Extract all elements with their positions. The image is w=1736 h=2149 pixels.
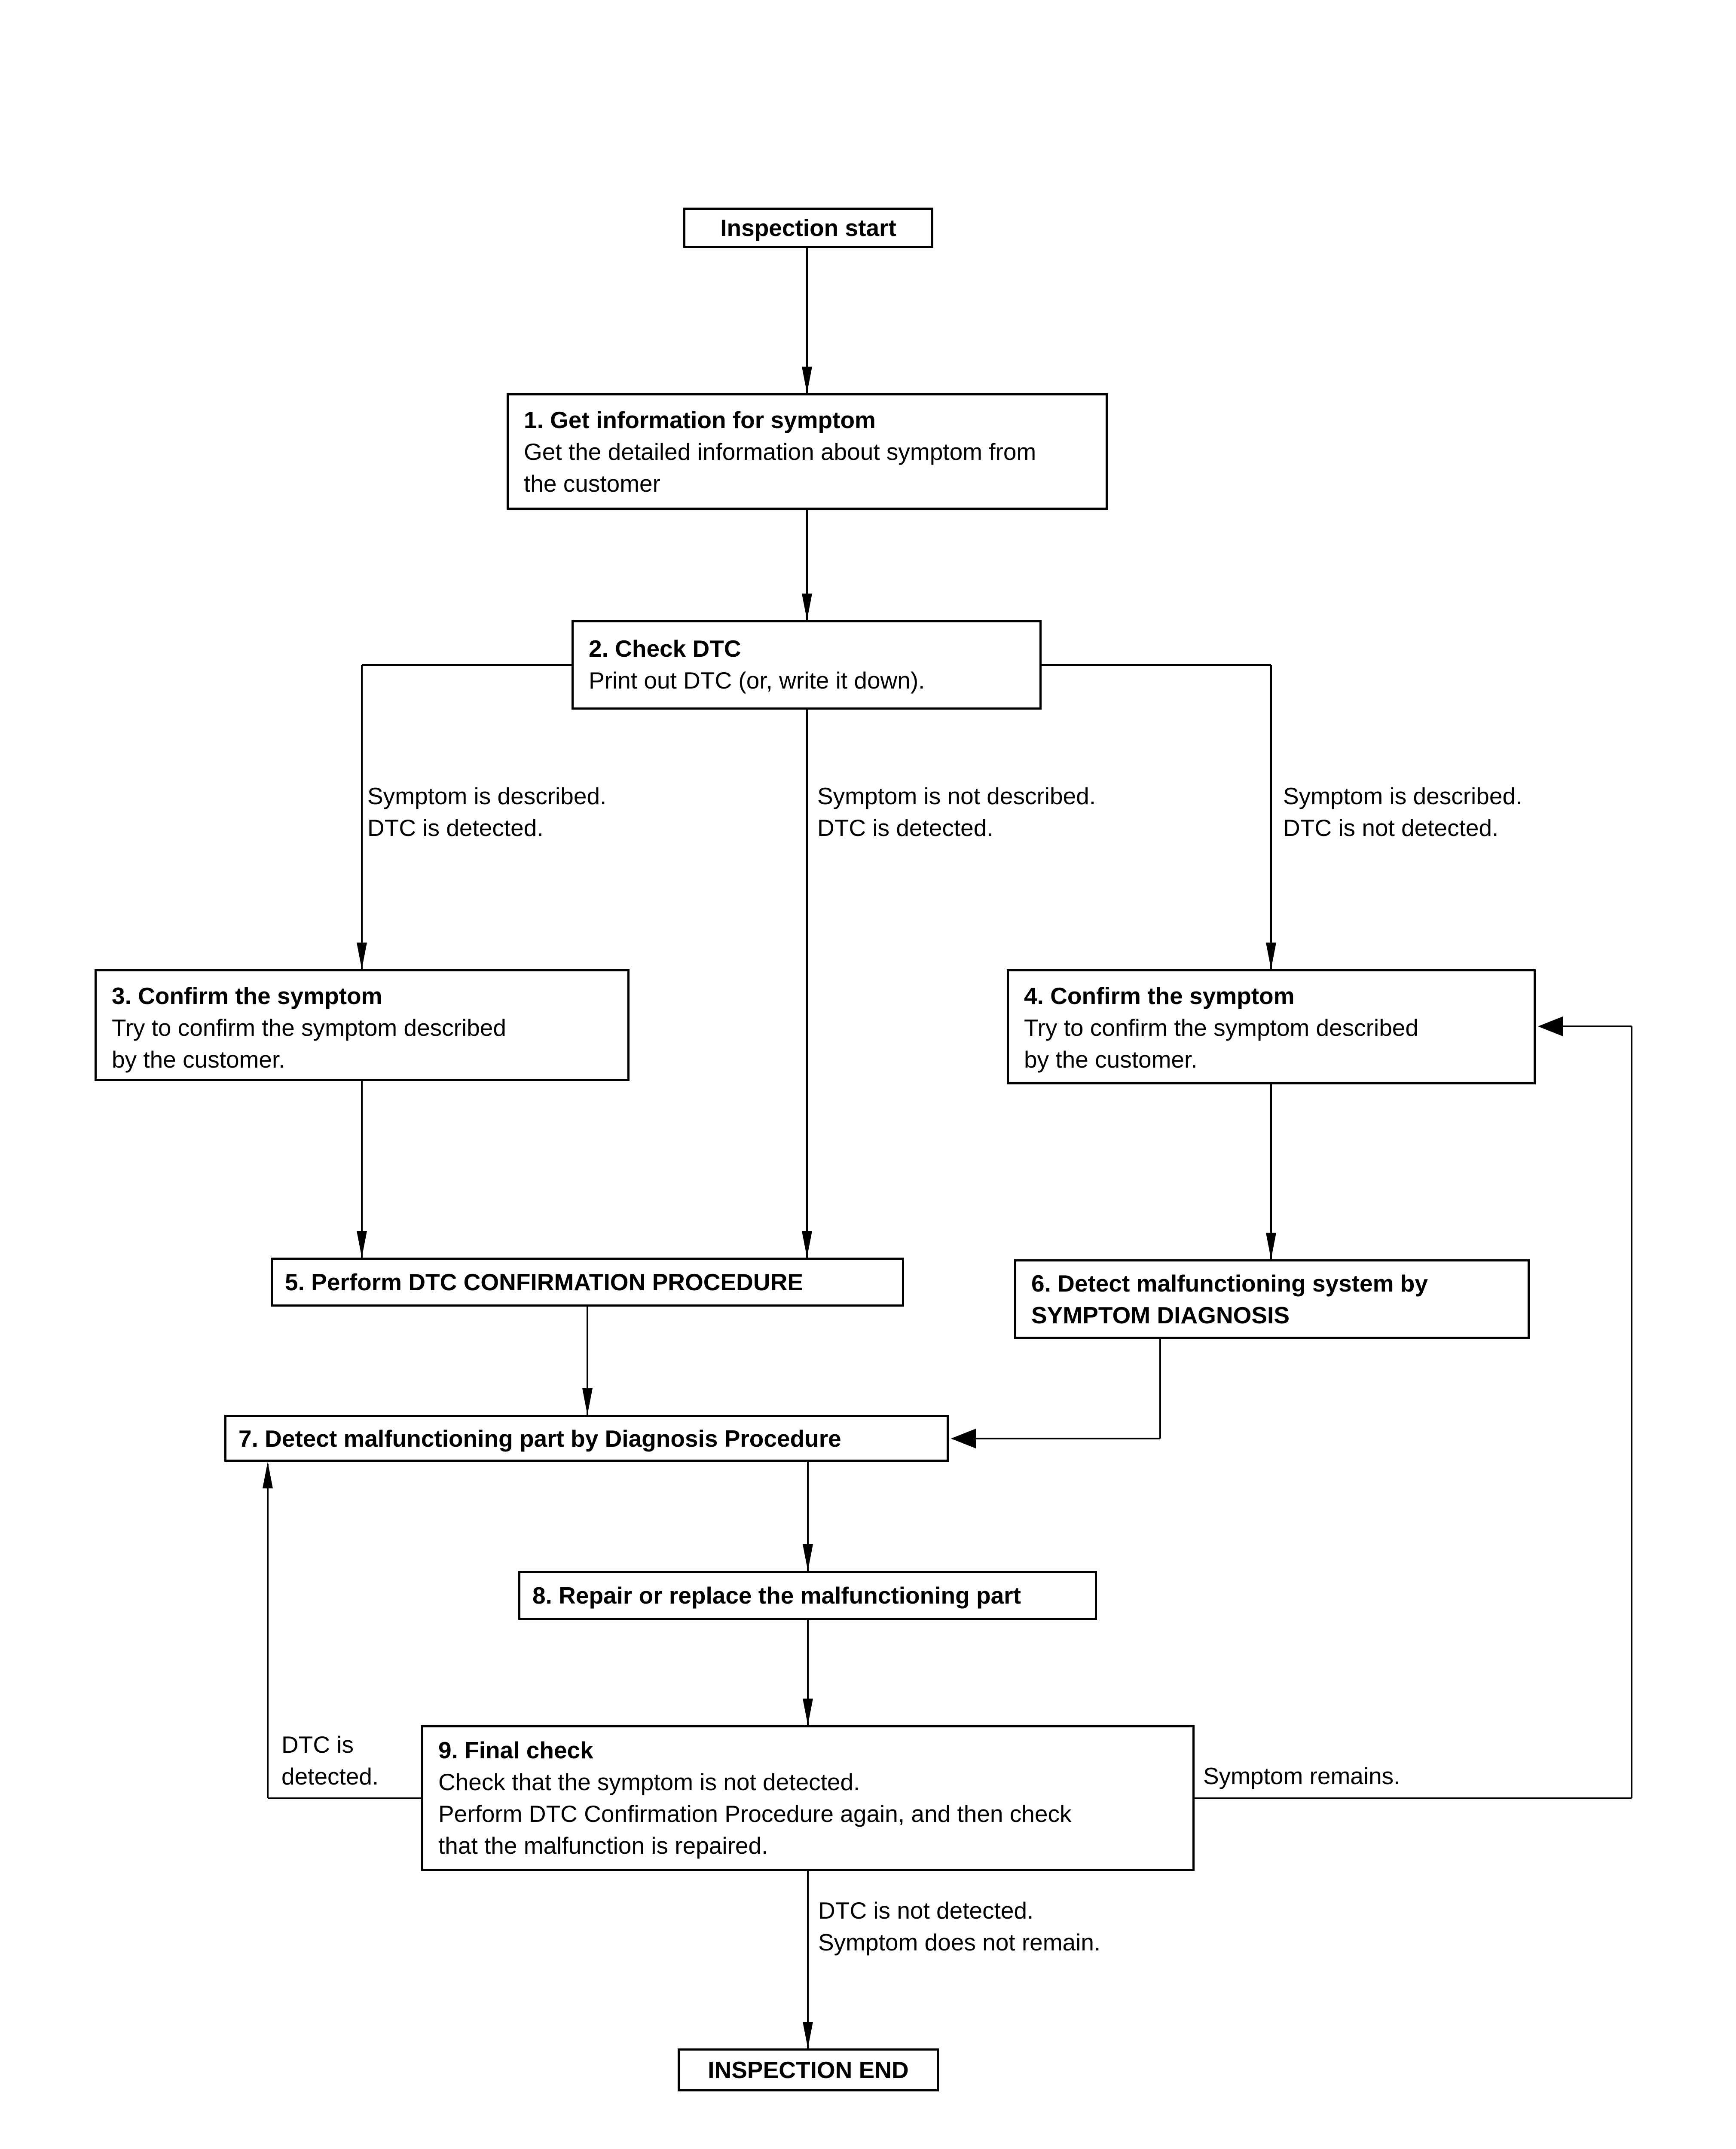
node-step-1-body: Get the detailed information about sympt… — [524, 438, 1036, 497]
node-inspection-end: INSPECTION END — [678, 2048, 939, 2091]
edge-2-to-3 — [357, 664, 572, 969]
node-inspection-end-label: INSPECTION END — [708, 2057, 909, 2083]
node-step-1-title: 1. Get information for symptom — [524, 407, 876, 433]
edge-3-to-5 — [357, 1081, 367, 1258]
node-step-2-check-dtc: 2. Check DTC Print out DTC (or, write it… — [572, 620, 1042, 710]
edge-4-to-6 — [1266, 1084, 1276, 1259]
edge-label-symptom-not-described-dtc-detected: Symptom is not described. DTC is detecte… — [817, 783, 1096, 841]
node-step-6-symptom-diagnosis: 6. Detect malfunctioning system by SYMPT… — [1014, 1259, 1530, 1339]
node-step-5-title: 5. Perform DTC CONFIRMATION PROCEDURE — [285, 1269, 803, 1295]
node-step-9-body: Check that the symptom is not detected. … — [438, 1769, 1072, 1859]
node-step-4-body: Try to confirm the symptom described by … — [1024, 1014, 1418, 1073]
node-step-5-dtc-confirmation: 5. Perform DTC CONFIRMATION PROCEDURE — [271, 1258, 904, 1307]
node-step-3-confirm-symptom: 3. Confirm the symptom Try to confirm th… — [95, 969, 630, 1081]
edge-label-symptom-described-dtc-not-detected: Symptom is described. DTC is not detecte… — [1283, 783, 1522, 841]
node-step-4-confirm-symptom: 4. Confirm the symptom Try to confirm th… — [1007, 969, 1536, 1084]
node-step-3-title: 3. Confirm the symptom — [112, 983, 382, 1009]
node-inspection-start: Inspection start — [683, 208, 933, 248]
node-step-8-repair-replace: 8. Repair or replace the malfunctioning … — [518, 1571, 1097, 1620]
node-step-7-diagnosis-procedure: 7. Detect malfunctioning part by Diagnos… — [224, 1415, 949, 1462]
node-step-3-body: Try to confirm the symptom described by … — [112, 1014, 506, 1073]
edge-8-to-9 — [803, 1620, 813, 1725]
node-step-8-title: 8. Repair or replace the malfunctioning … — [532, 1582, 1021, 1609]
node-step-2-body: Print out DTC (or, write it down). — [589, 667, 925, 694]
node-step-9-final-check: 9. Final check Check that the symptom is… — [421, 1725, 1195, 1871]
edge-2-to-5 — [802, 710, 812, 1258]
edge-1-to-2 — [802, 510, 812, 620]
node-inspection-start-label: Inspection start — [720, 214, 896, 241]
edge-6-to-7 — [951, 1339, 1161, 1448]
edge-2-to-4 — [1042, 664, 1276, 969]
edge-label-dtc-not-detected: DTC is not detected. Symptom does not re… — [818, 1897, 1101, 1956]
node-step-4-title: 4. Confirm the symptom — [1024, 983, 1295, 1009]
edge-9-to-end — [803, 1871, 813, 2048]
node-step-7-title: 7. Detect malfunctioning part by Diagnos… — [238, 1425, 841, 1452]
edge-5-to-7 — [582, 1307, 593, 1415]
edge-9-to-7-feedback — [263, 1462, 421, 1799]
edge-label-symptom-described-dtc-detected: Symptom is described. DTC is detected. — [367, 783, 607, 841]
edge-7-to-8 — [803, 1462, 813, 1571]
node-step-2-title: 2. Check DTC — [589, 635, 741, 662]
edge-start-to-1 — [802, 248, 812, 393]
node-step-1-get-information: 1. Get information for symptom Get the d… — [507, 393, 1108, 510]
edge-9-to-4-feedback — [1195, 1016, 1632, 1799]
node-step-9-title: 9. Final check — [438, 1737, 593, 1763]
edge-label-symptom-remains: Symptom remains. — [1203, 1763, 1400, 1789]
edge-label-dtc-detected: DTC is detected. — [281, 1731, 379, 1790]
